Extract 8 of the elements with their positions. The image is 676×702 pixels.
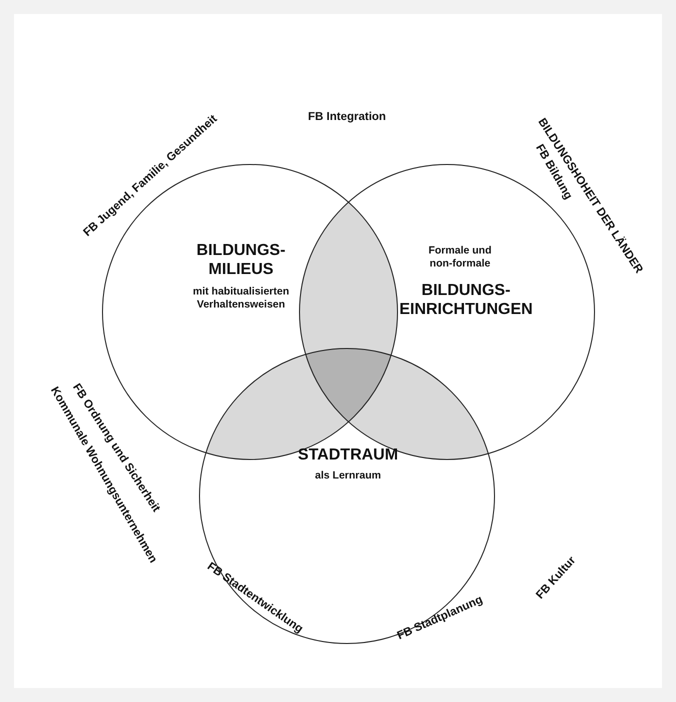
- circle-heading: BILDUNGS-MILIEUS: [196, 240, 286, 280]
- circle-text: als Lernraum: [314, 470, 382, 482]
- circle-text: Formale und non-formale: [427, 244, 492, 270]
- department-label: FB Integration: [308, 111, 386, 123]
- circle-text: mit habitualisierten Verhaltensweisen: [192, 285, 290, 311]
- circle-heading: BILDUNGS-EINRICHTUNGEN: [398, 280, 534, 320]
- venn-circle: [199, 348, 495, 644]
- circle-heading: STADTRAUM: [296, 445, 400, 465]
